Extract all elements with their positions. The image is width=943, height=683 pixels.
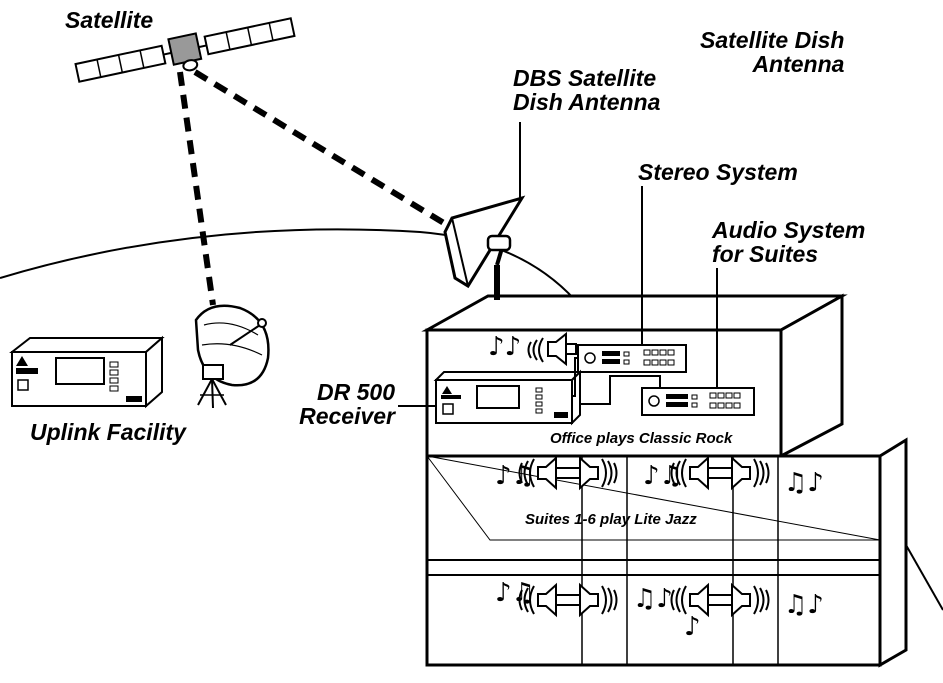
uplink-receiver-icon: [9, 335, 165, 409]
stereo-system-label: Stereo System: [638, 159, 798, 185]
dbs-label: DBS Satellite Dish Antenna: [513, 66, 660, 114]
audio-system-icon: [641, 387, 755, 416]
speaker-pair-icon: [518, 582, 618, 618]
dr500-label-line2: Receiver: [299, 403, 395, 430]
uplink-dish-icon: [194, 304, 270, 409]
dr500-label-line1: DR 500: [317, 379, 395, 405]
audio-system-line1: Audio System: [712, 217, 866, 243]
dr500-receiver-icon: [433, 369, 583, 426]
speaker-pair-icon: [518, 455, 618, 491]
building-icon: [421, 293, 943, 668]
dbs-label-line1: DBS Satellite: [513, 65, 657, 91]
satellite-dish-antenna-line1: Satellite Dish: [700, 27, 845, 53]
satellite-icon: [74, 17, 296, 83]
uplink-beam: [177, 71, 216, 306]
receiver-to-stereo-wire: [572, 357, 578, 397]
music-note-icon: ♫♪: [784, 590, 824, 620]
music-note-icon: ♪♫: [643, 461, 683, 491]
dr500-label: DR 500 Receiver: [285, 380, 395, 428]
uplink-facility-label: Uplink Facility: [30, 419, 186, 445]
dbs-dish-icon: [443, 195, 526, 300]
speaker-icon: [527, 331, 577, 367]
speaker-pair-icon: [670, 582, 770, 618]
music-note-icon: ♪♫: [495, 461, 535, 491]
earth-horizon: [0, 228, 576, 301]
music-note-icon: ♫♪: [633, 584, 673, 614]
music-note-icon: ♪♫: [495, 578, 535, 608]
satellite-dish-antenna-line2: Antenna: [752, 51, 845, 78]
audio-system-label: Audio System for Suites: [712, 218, 865, 266]
music-note-icon: ♪♪: [488, 332, 522, 362]
satellite-label: Satellite: [65, 7, 154, 33]
audio-system-line2: for Suites: [712, 241, 819, 268]
music-note-icon: ♪: [684, 612, 701, 642]
dbs-label-line2: Dish Antenna: [513, 89, 661, 116]
stereo-icon: [577, 344, 687, 373]
downlink-beam: [193, 69, 454, 231]
music-note-icon: ♫♪: [784, 468, 824, 498]
office-label: Office plays Classic Rock: [550, 430, 733, 447]
speaker-pair-icon: [670, 455, 770, 491]
suites-label: Suites 1-6 play Lite Jazz: [525, 511, 697, 528]
suite-speakers: [518, 455, 770, 618]
receiver-to-audio-wire: [580, 375, 661, 405]
satellite-dish-antenna-label: Satellite Dish Antenna: [700, 28, 844, 76]
